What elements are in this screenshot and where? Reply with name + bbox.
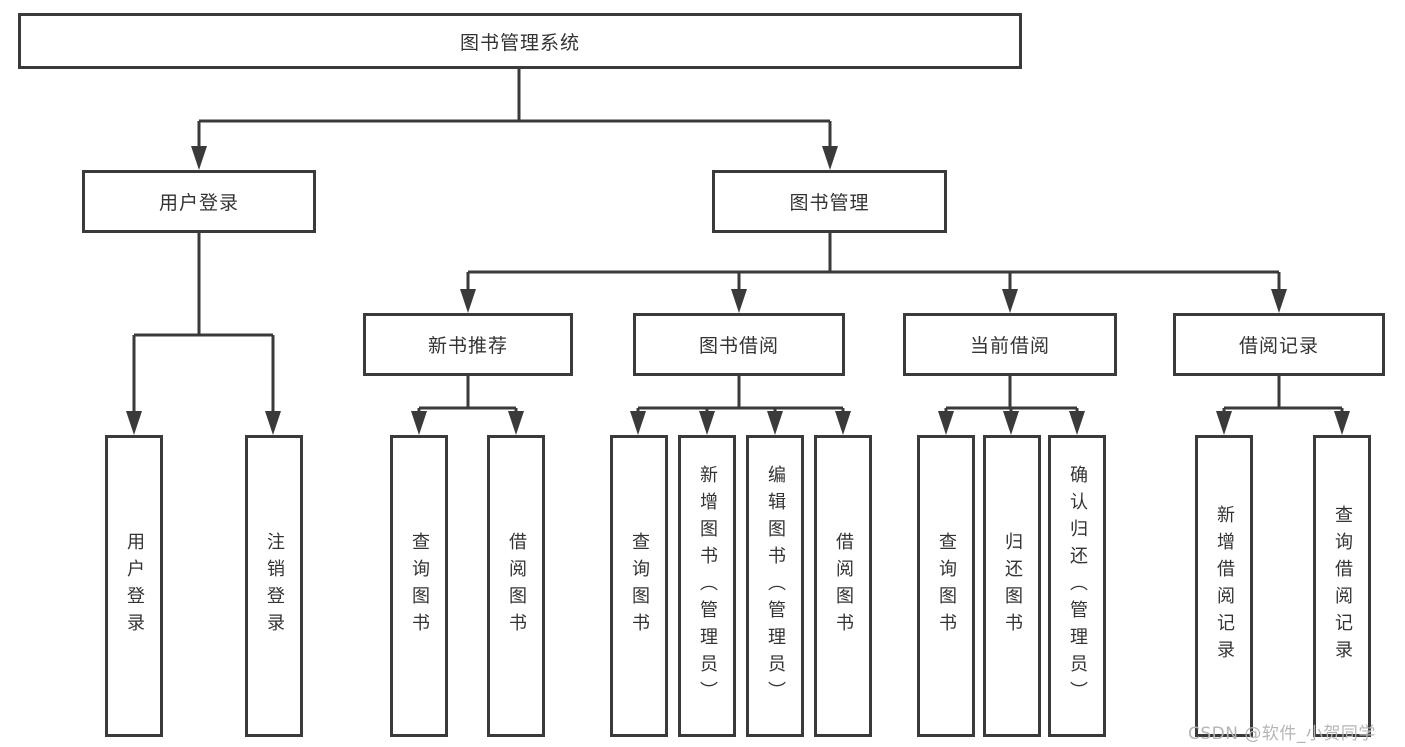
leaf-user-login-label: 用户登录 [124,532,145,640]
arrowheads [126,146,1350,435]
node-root-label: 图书管理系统 [459,31,580,54]
leaf-query-borrow-record-label: 查询借阅记录 [1332,505,1353,667]
node-user-login-label: 用户登录 [158,192,239,214]
leaf-return-books-label: 归还图书 [1002,532,1023,640]
leaf-query-books-borrow: 查询图书 [610,435,668,737]
node-book-borrow-label: 图书借阅 [698,335,779,357]
leaf-query-books-current-label: 查询图书 [936,532,957,640]
leaf-query-books-recommend: 查询图书 [390,435,448,737]
leaf-confirm-return-admin: 确认归还（管理员） [1048,435,1106,737]
leaf-return-books: 归还图书 [983,435,1041,737]
node-root-system: 图书管理系统 [18,13,1022,69]
leaf-query-books-current: 查询图书 [917,435,975,737]
leaf-borrow-books: 借阅图书 [814,435,872,737]
leaf-add-books-admin-label: 新增图书（管理员） [697,464,718,708]
leaf-edit-books-admin: 编辑图书（管理员） [746,435,804,737]
node-book-borrow: 图书借阅 [633,313,845,376]
node-user-login: 用户登录 [82,170,316,233]
node-borrow-records-label: 借阅记录 [1238,335,1319,357]
leaf-query-borrow-record: 查询借阅记录 [1313,435,1371,737]
node-borrow-records: 借阅记录 [1173,313,1385,376]
leaf-user-login: 用户登录 [105,435,163,737]
leaf-edit-books-admin-label: 编辑图书（管理员） [765,464,786,708]
leaf-logout: 注销登录 [245,435,303,737]
node-book-management: 图书管理 [712,170,947,233]
leaf-confirm-return-admin-label: 确认归还（管理员） [1067,464,1088,708]
node-current-borrow-label: 当前借阅 [969,335,1050,357]
csdn-watermark: CSDN @软件_小贺同学 [1188,724,1376,744]
leaf-query-books-borrow-label: 查询图书 [629,532,650,640]
leaf-borrow-books-recommend-label: 借阅图书 [506,532,527,640]
node-new-book-recommend: 新书推荐 [363,313,573,376]
leaf-add-borrow-record-label: 新增借阅记录 [1214,505,1235,667]
leaf-query-books-recommend-label: 查询图书 [409,532,430,640]
node-book-management-label: 图书管理 [789,192,870,214]
leaf-borrow-books-recommend: 借阅图书 [487,435,545,737]
leaf-logout-label: 注销登录 [264,532,285,640]
leaf-borrow-books-label: 借阅图书 [833,532,854,640]
leaf-add-borrow-record: 新增借阅记录 [1195,435,1253,737]
leaf-add-books-admin: 新增图书（管理员） [678,435,736,737]
node-new-book-recommend-label: 新书推荐 [427,335,508,357]
node-current-borrow: 当前借阅 [903,313,1117,376]
